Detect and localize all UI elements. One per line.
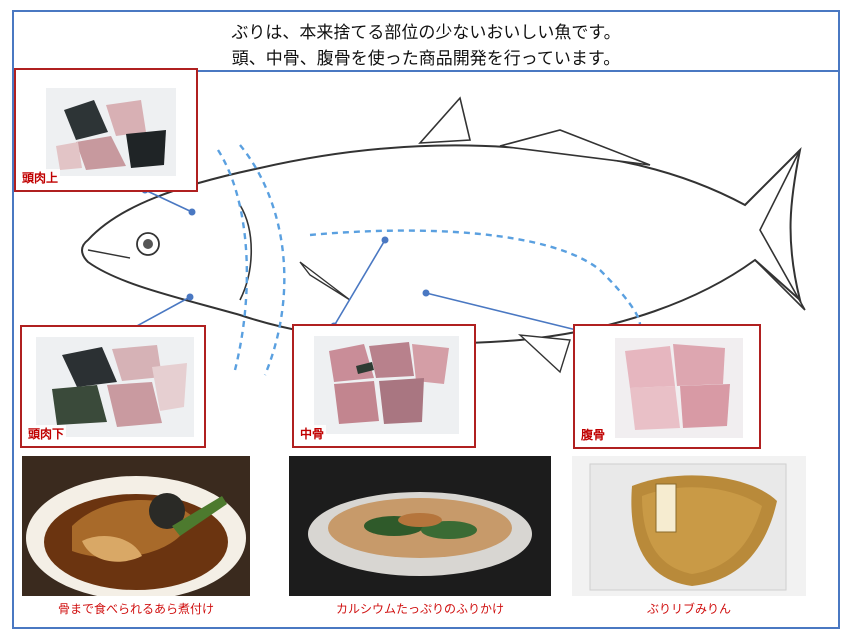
header: ぶりは、本来捨てる部位の少ないおいしい魚です。 頭、中骨、腹骨を使った商品開発を…	[14, 12, 838, 72]
caption-mirin: ぶりリブみりん	[646, 602, 731, 616]
caption-furikake: カルシウムたっぷりのふりかけ	[335, 602, 504, 616]
cut-line-3	[309, 229, 642, 326]
photo-backbone: 中骨	[292, 324, 476, 448]
belly-image	[615, 338, 743, 438]
arani-image	[22, 456, 250, 596]
head-upper-image	[46, 88, 176, 176]
furikake-image	[289, 456, 551, 596]
label-head-lower: 頭肉下	[26, 425, 67, 442]
tail-fin	[744, 149, 806, 311]
cut-line-2	[239, 144, 286, 376]
cut-line-1	[216, 149, 249, 371]
pectoral-fin	[299, 261, 351, 301]
head-lower-image	[36, 337, 194, 437]
header-line-1: ぶりは、本来捨てる部位の少ないおいしい魚です。	[231, 23, 621, 43]
label-head-upper: 頭肉上	[20, 169, 61, 186]
outer-frame	[12, 10, 840, 629]
mouth-line	[87, 249, 131, 259]
connector-head-upper	[144, 189, 193, 213]
mirin-image	[572, 456, 806, 596]
caption-arani: 骨まで食べられるあら煮付け	[57, 602, 214, 616]
header-line-2: 頭、中骨、腹骨を使った商品開発を行っています。	[231, 49, 621, 69]
product-mirin-photo	[572, 456, 806, 596]
dorsal-fin	[418, 96, 471, 144]
label-backbone: 中骨	[298, 425, 327, 442]
fish-eye	[136, 232, 160, 256]
connector-backbone	[333, 239, 386, 327]
product-arani-photo	[22, 456, 250, 596]
product-furikake-photo	[289, 456, 551, 596]
photo-head-lower: 頭肉下	[20, 325, 206, 448]
photo-head-upper: 頭肉上	[14, 68, 198, 192]
anal-fin	[517, 334, 571, 374]
gill-line	[239, 204, 252, 301]
second-dorsal-fin	[499, 129, 651, 166]
fish-outline	[81, 144, 802, 345]
label-belly: 腹骨	[579, 426, 608, 443]
photo-belly: 腹骨	[573, 324, 761, 449]
backbone-image	[314, 336, 459, 434]
